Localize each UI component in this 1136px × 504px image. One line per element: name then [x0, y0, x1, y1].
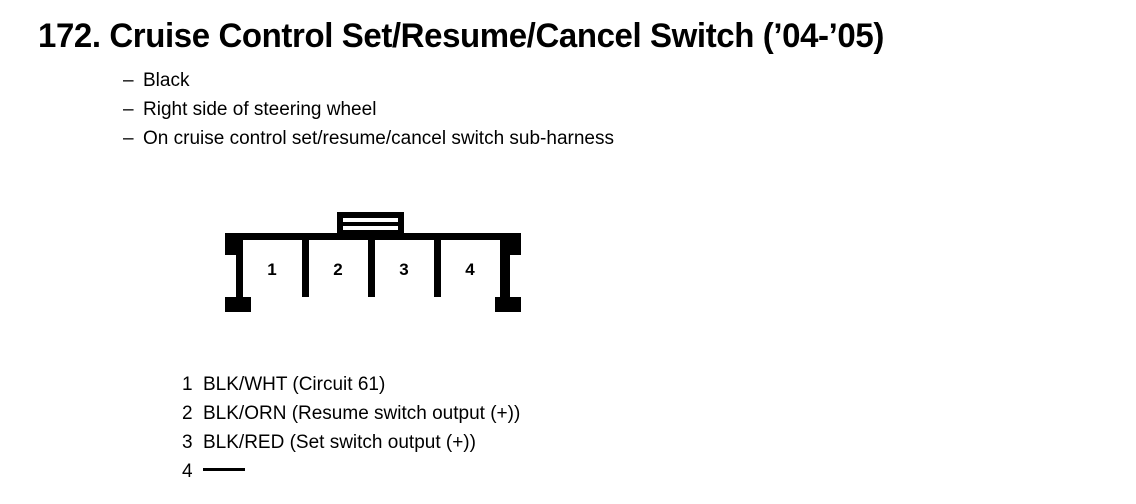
list-item-label: On cruise control set/resume/cancel swit…: [143, 128, 614, 149]
list-item: – Black: [123, 66, 614, 95]
legend-pin-number: 2: [182, 403, 193, 424]
list-item: 2 BLK/ORN (Resume switch output (+)): [182, 399, 520, 428]
cavity-label-1: 1: [267, 260, 276, 279]
legend-pin-number: 1: [182, 374, 193, 395]
page-title-number: 172.: [38, 17, 101, 55]
connector-locking-tab: [337, 212, 404, 237]
list-item-label: Right side of steering wheel: [143, 99, 377, 120]
legend-pin-description: BLK/RED (Set switch output (+)): [203, 432, 476, 453]
cavity-label-3: 3: [399, 260, 408, 279]
cavity-label-2: 2: [333, 260, 342, 279]
list-item-label: Black: [143, 70, 190, 91]
description-list: – Black – Right side of steering wheel –…: [123, 66, 614, 153]
bullet-dash-icon: –: [123, 70, 134, 91]
bullet-dash-icon: –: [123, 99, 134, 120]
pin-legend: 1 BLK/WHT (Circuit 61) 2 BLK/ORN (Resume…: [182, 370, 520, 486]
cavity-label-4: 4: [465, 260, 475, 279]
legend-pin-description: BLK/ORN (Resume switch output (+)): [203, 403, 521, 424]
page-title-text: Cruise Control Set/Resume/Cancel Switch …: [109, 17, 884, 55]
connector-cavity-3: [375, 240, 434, 297]
connector-cavity-2: [309, 240, 368, 297]
list-item: – On cruise control set/resume/cancel sw…: [123, 124, 614, 153]
page-title: 172.Cruise Control Set/Resume/Cancel Swi…: [38, 16, 884, 56]
list-item: 3 BLK/RED (Set switch output (+)): [182, 428, 520, 457]
legend-pin-number: 3: [182, 432, 193, 453]
legend-pin-description: BLK/WHT (Circuit 61): [203, 374, 386, 395]
legend-pin-unused-dash-icon: [203, 468, 245, 471]
bullet-dash-icon: –: [123, 128, 134, 149]
list-item: 4: [182, 457, 520, 486]
connector-diagram: 1 2 3 4: [218, 205, 528, 320]
legend-pin-number: 4: [182, 461, 193, 482]
connector-cavity-1: [243, 240, 302, 297]
list-item: 1 BLK/WHT (Circuit 61): [182, 370, 520, 399]
list-item: – Right side of steering wheel: [123, 95, 614, 124]
connector-cavity-4: [441, 240, 500, 297]
